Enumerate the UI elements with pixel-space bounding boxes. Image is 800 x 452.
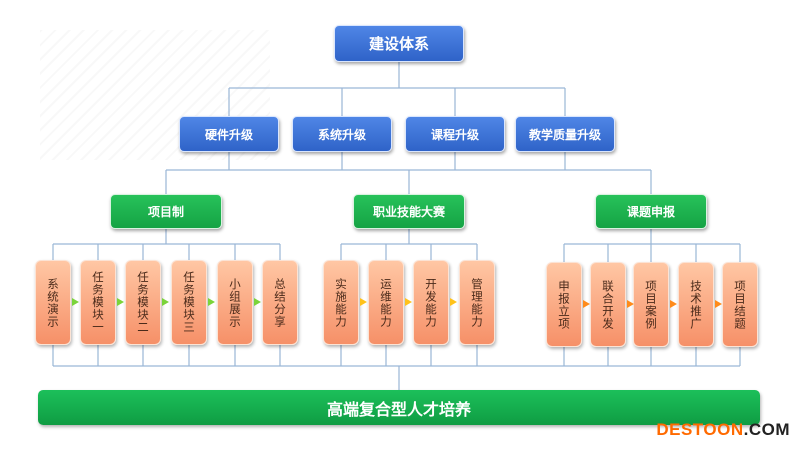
talent-cultivation-bar: 高端复合型人才培养 [38,390,760,425]
flow-arrow-icon [360,298,367,306]
leaf-item: 总结分享 [262,260,298,345]
flow-arrow-icon [72,298,79,306]
flow-arrow-icon [627,300,634,308]
flow-arrow-icon [117,298,124,306]
level1-system: 系统升级 [292,116,392,152]
leaf-label: 运维能力 [379,277,393,328]
root-label: 建设体系 [368,35,429,53]
root-node: 建设体系 [334,25,464,62]
flow-arrow-icon [670,300,677,308]
level1-label: 硬件升级 [204,127,253,142]
leaf-item: 运维能力 [368,260,404,345]
group-project: 项目制 [110,194,222,229]
level1-course: 课程升级 [405,116,505,152]
leaf-item: 任务模块二 [125,260,161,345]
group-research-topic: 课题申报 [595,194,707,229]
leaf-item: 系统演示 [35,260,71,345]
level1-hardware: 硬件升级 [179,116,279,152]
leaf-item: 任务模块一 [80,260,116,345]
leaf-item: 项目案例 [633,262,669,347]
flow-arrow-icon [208,298,215,306]
group-skills-contest: 职业技能大赛 [353,194,465,229]
leaf-item: 联合开发 [590,262,626,347]
bottom-label: 高端复合型人才培养 [326,399,471,419]
leaf-item: 实施能力 [323,260,359,345]
level1-label: 课程升级 [430,127,479,142]
destoon-watermark-logo: DESTOON.COM [656,420,790,440]
leaf-label: 技术推广 [689,279,703,330]
leaf-label: 小组展示 [228,277,242,328]
leaf-label: 系统演示 [46,277,60,328]
leaf-label: 实施能力 [334,277,348,328]
leaf-item: 小组展示 [217,260,253,345]
leaf-label: 任务模块一 [91,271,105,334]
leaf-item: 任务模块三 [171,260,207,345]
watermark-suffix: .COM [743,420,790,439]
flow-arrow-icon [254,298,261,306]
level1-label: 系统升级 [317,127,366,142]
flow-arrow-icon [162,298,169,306]
group-label: 项目制 [147,205,184,219]
leaf-item: 管理能力 [459,260,495,345]
flow-arrow-icon [405,298,412,306]
leaf-item: 项目结题 [722,262,758,347]
leaf-label: 任务模块三 [182,271,196,334]
leaf-item: 技术推广 [678,262,714,347]
leaf-label: 开发能力 [424,277,438,328]
flow-arrow-icon [450,298,457,306]
level1-label: 教学质量升级 [528,127,601,142]
leaf-label: 总结分享 [273,277,287,328]
leaf-label: 项目结题 [733,279,747,330]
flow-arrow-icon [583,300,590,308]
leaf-item: 申报立项 [546,262,582,347]
level1-teaching-quality: 教学质量升级 [515,116,615,152]
flow-arrow-icon [715,300,722,308]
leaf-label: 联合开发 [601,279,615,330]
leaf-label: 申报立项 [557,279,571,330]
watermark-brand: DESTOON [656,420,744,439]
leaf-label: 项目案例 [644,279,658,330]
leaf-item: 开发能力 [413,260,449,345]
group-label: 课题申报 [626,205,675,219]
leaf-label: 任务模块二 [136,271,150,334]
group-label: 职业技能大赛 [372,205,445,219]
leaf-label: 管理能力 [470,277,484,328]
